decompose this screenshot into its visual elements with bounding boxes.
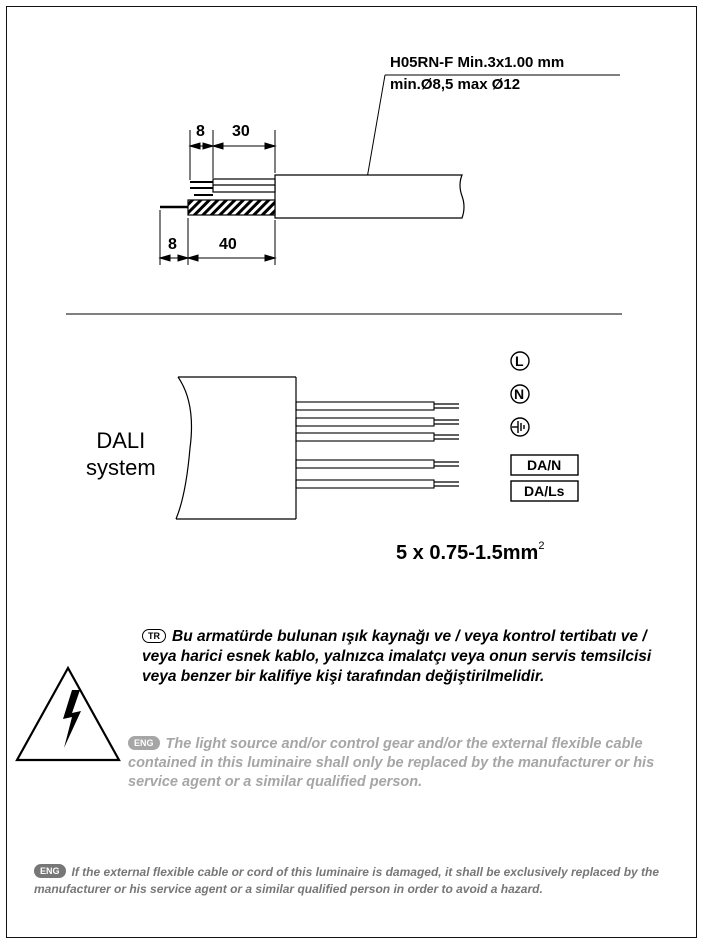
dali-ls-box — [510, 480, 579, 502]
wire-dali-ls — [295, 479, 459, 489]
warning-english-text: The light source and/or control gear and… — [128, 736, 655, 790]
earth-ground-icon — [510, 417, 530, 437]
cable-replacement-note-text: If the external flexible cable or cord o… — [34, 865, 660, 896]
dimension-lines — [158, 130, 277, 265]
spec-leader — [364, 74, 620, 191]
wire-cross-section: 5 x 0.75-1.5mm2 — [396, 540, 544, 565]
live-terminal-circle — [510, 351, 530, 371]
wire-earth — [295, 432, 459, 442]
dali-label-line1: DALI — [96, 428, 146, 453]
wire-cross-section-text: 5 x 0.75-1.5mm — [396, 542, 539, 564]
electric-hazard-icon — [15, 665, 121, 762]
drawing-frame — [6, 6, 697, 938]
wire-cross-section-exponent: 2 — [538, 540, 545, 552]
cable-spec-line1: H05RN-F Min.3x1.00 mm — [390, 54, 565, 71]
terminal-live-label: L — [515, 353, 524, 369]
dali-cable — [175, 376, 297, 520]
terminal-neutral-label: N — [514, 386, 525, 402]
dali-system-label: DALI system — [86, 427, 156, 481]
dali-wires — [295, 401, 459, 489]
eng-language-badge: ENG — [128, 736, 160, 750]
dim-top-short: 8 — [196, 123, 205, 140]
warning-turkish-text: Bu armatürde bulunan ışık kaynağı ve / v… — [142, 628, 652, 685]
dali-n-box — [510, 454, 579, 476]
terminal-symbols — [510, 351, 579, 502]
tr-language-badge: TR — [142, 629, 166, 643]
cable-strip-detail — [160, 174, 465, 219]
terminal-dali-n-label: DA/N — [527, 457, 562, 473]
cable-spec-line2: min.Ø8,5 max Ø12 — [390, 76, 521, 93]
wire-neutral — [295, 417, 459, 427]
wire-dali-n — [295, 459, 459, 469]
dim-top-long: 30 — [232, 123, 250, 140]
neutral-terminal-circle — [510, 384, 530, 404]
wire-live — [295, 401, 459, 411]
terminal-dali-ls-label: DA/Ls — [524, 483, 565, 499]
dim-bottom-short: 8 — [168, 236, 177, 253]
note-eng-badge: ENG — [34, 864, 66, 878]
dali-label-line2: system — [86, 455, 156, 480]
dim-bottom-long: 40 — [219, 236, 237, 253]
